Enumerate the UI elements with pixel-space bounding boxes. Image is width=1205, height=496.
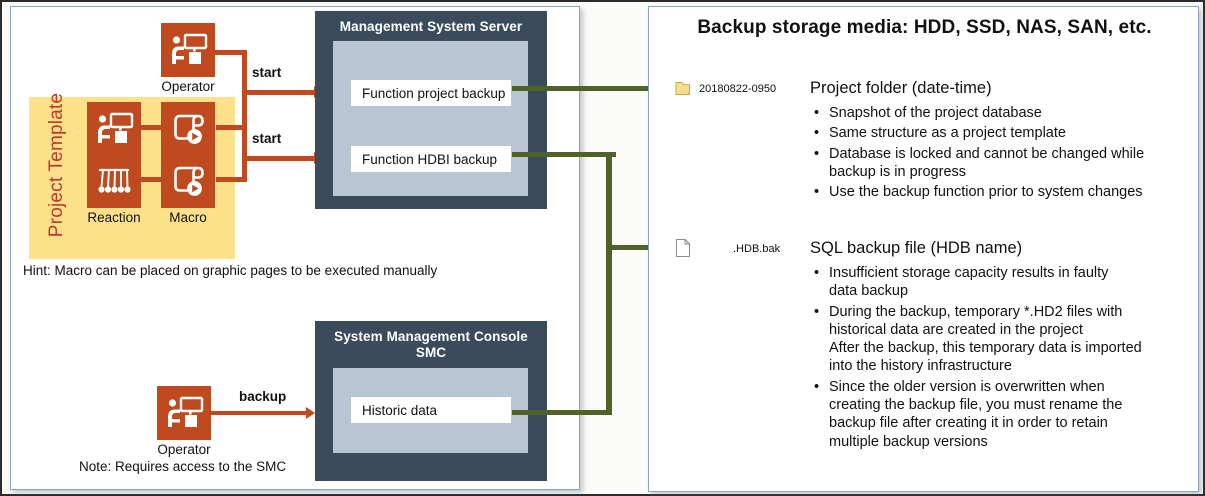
left-panel: Project Template start start bbox=[10, 6, 580, 490]
system-management-console-inner: Historic data bbox=[333, 368, 528, 453]
operator-icon-top bbox=[161, 23, 215, 77]
operator-icon-smc bbox=[157, 386, 211, 440]
bullet-item-continuation: creating the backup file, you must renam… bbox=[829, 396, 1123, 413]
project-folder-heading: Project folder (date-time) bbox=[810, 79, 992, 97]
connector-operator-macro-1 bbox=[141, 125, 161, 130]
function-hdbi-backup-row[interactable]: Function HDBI backup bbox=[351, 146, 511, 172]
reaction-icon bbox=[87, 154, 141, 208]
right-panel-title: Backup storage media: HDD, SSD, NAS, SAN… bbox=[697, 17, 1152, 38]
bullet-item-continuation: After the backup, this temporary data is… bbox=[829, 340, 1142, 357]
bullet-item-continuation: backup is in progress bbox=[829, 163, 967, 180]
operator-caption-smc: Operator bbox=[157, 442, 211, 457]
connector-to-project-backup bbox=[242, 90, 315, 95]
connector-reaction-macro bbox=[141, 177, 161, 182]
sql-backup-file-heading: SQL backup file (HDB name) bbox=[810, 239, 1023, 257]
project-folder-bullets: Snapshot of the project database Same st… bbox=[812, 104, 1192, 203]
project-template-label: Project Template bbox=[46, 92, 67, 238]
green-connector-hdbi-backup bbox=[512, 152, 616, 157]
connector-macro-bottom-stub bbox=[216, 177, 247, 182]
bullet-item: Database is locked and cannot be changed… bbox=[812, 145, 1192, 165]
system-management-console-box: System Management Console SMC Historic d… bbox=[315, 321, 547, 481]
hint-text: Hint: Macro can be placed on graphic pag… bbox=[23, 263, 438, 278]
management-system-server-title: Management System Server bbox=[339, 19, 523, 34]
connector-label-start-bottom: start bbox=[252, 131, 282, 146]
green-connector-historic-data bbox=[512, 410, 612, 415]
bullet-item: During the backup, temporary *.HD2 files… bbox=[812, 303, 1192, 323]
connector-to-hdbi-backup bbox=[242, 156, 315, 161]
smc-note-text: Note: Requires access to the SMC bbox=[79, 459, 287, 474]
bullet-item-continuation: backup file after creating it in order t… bbox=[829, 415, 1108, 432]
console-title-line-1: System Management Console bbox=[334, 329, 528, 344]
historic-data-row[interactable]: Historic data bbox=[351, 397, 511, 423]
green-connector-project-backup bbox=[512, 86, 665, 91]
arrow-backup bbox=[306, 407, 315, 419]
operator-caption-top: Operator bbox=[161, 79, 215, 94]
bullet-item: Same structure as a project template bbox=[812, 124, 1192, 144]
folder-icon bbox=[675, 80, 693, 97]
sql-backup-file-bullets: Insufficient storage capacity results in… bbox=[812, 264, 1192, 453]
file-icon bbox=[675, 238, 692, 258]
console-title-line-2: SMC bbox=[415, 345, 447, 361]
management-system-server-inner: Function project backup Function HDBI ba… bbox=[333, 41, 528, 196]
bullet-item: Use the backup function prior to system … bbox=[812, 183, 1192, 203]
folder-icon-label: 20180822-0950 bbox=[699, 83, 777, 95]
bullet-item-continuation: into the history infrastructure bbox=[829, 358, 1012, 375]
bullet-item-continuation: data backup bbox=[829, 283, 909, 300]
macro-icon-top bbox=[161, 102, 215, 156]
bullet-item: Insufficient storage capacity results in… bbox=[812, 264, 1192, 284]
connector-orange-trunk bbox=[242, 50, 247, 182]
macro-icon-bottom bbox=[161, 154, 215, 208]
connector-operator-top-stub bbox=[215, 50, 247, 55]
function-project-backup-row[interactable]: Function project backup bbox=[351, 80, 511, 106]
connector-macro-top-stub bbox=[216, 125, 247, 130]
file-icon-label: .HDB.bak bbox=[733, 243, 781, 255]
management-system-server-box: Management System Server Function projec… bbox=[315, 11, 547, 209]
green-connector-sql-backup bbox=[606, 245, 665, 250]
macro-caption-bottom: Macro bbox=[169, 210, 207, 225]
operator-icon-template bbox=[87, 102, 141, 156]
right-panel: Backup storage media: HDD, SSD, NAS, SAN… bbox=[648, 6, 1199, 492]
system-management-console-title: System Management Console SMC bbox=[315, 321, 547, 362]
connector-label-backup: backup bbox=[239, 389, 287, 404]
bullet-item: Since the older version is overwritten w… bbox=[812, 378, 1192, 398]
green-connector-trunk bbox=[606, 152, 612, 415]
reaction-caption: Reaction bbox=[87, 210, 141, 225]
bullet-item-continuation: multiple backup versions bbox=[829, 433, 988, 450]
connector-backup-line bbox=[211, 411, 307, 415]
bullet-item-continuation: historical data are created in the proje… bbox=[829, 321, 1083, 338]
bullet-item: Snapshot of the project database bbox=[812, 104, 1192, 124]
connector-label-start-top: start bbox=[252, 65, 282, 80]
